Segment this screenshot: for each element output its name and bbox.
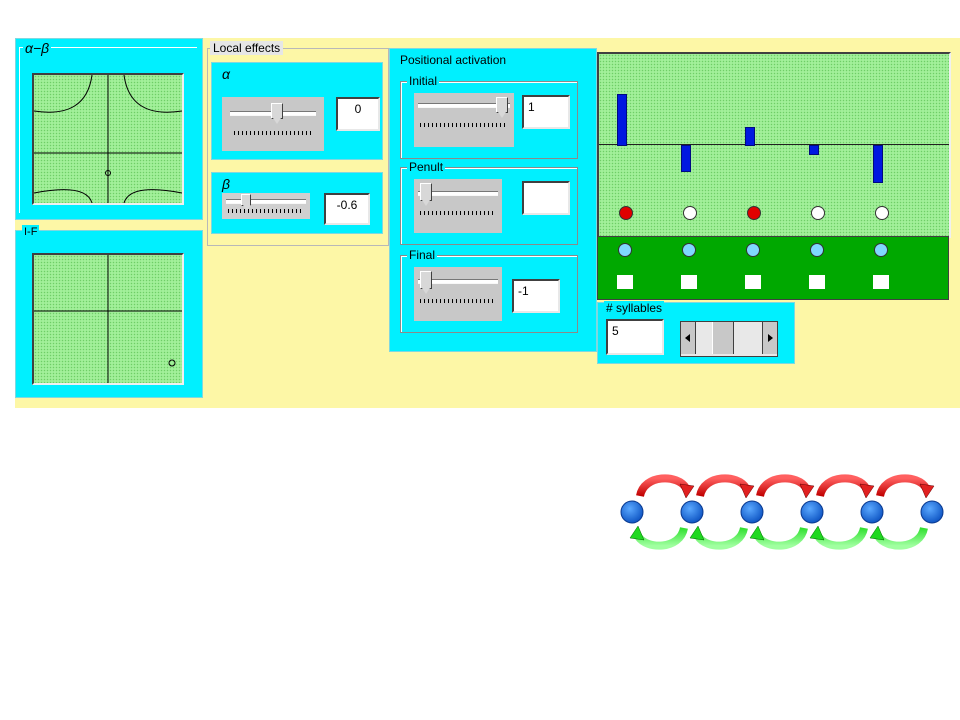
alpha-beta-plot [32, 73, 184, 205]
syllables-value-field[interactable]: 5 [606, 319, 664, 355]
stress-dot [619, 206, 633, 220]
alpha-label: α [220, 66, 232, 82]
green-arrow-head [689, 525, 705, 541]
activation-axis [599, 144, 949, 145]
beta-value-field[interactable]: -0.6 [324, 193, 370, 225]
red-arrow [876, 474, 930, 498]
local-effects-title: Local effects [210, 41, 284, 55]
syllable-box [809, 275, 825, 289]
syllable-node [920, 500, 944, 524]
green-arrow-head [629, 525, 645, 541]
alpha-slider[interactable] [222, 97, 324, 151]
positional-activation-title: Positional activation [398, 53, 509, 67]
syllable-box [745, 275, 761, 289]
green-arrow-head [749, 525, 765, 541]
activation-bar [873, 145, 883, 184]
syllable-node [740, 500, 764, 524]
syllables-title: # syllables [604, 301, 665, 315]
penult-value-field[interactable] [522, 181, 570, 215]
red-arrow-head [679, 483, 695, 499]
initial-group: Initial [400, 74, 578, 159]
scroll-left-icon[interactable] [681, 322, 696, 354]
activation-display [597, 52, 951, 238]
syllables-scroll-thumb[interactable] [711, 322, 734, 354]
activation-bar [617, 93, 627, 146]
alpha-beta-panel: α−β [15, 38, 203, 220]
syllables-panel: # syllables 5 [597, 301, 795, 364]
syllable-dot [746, 243, 760, 257]
syllable-dot [874, 243, 888, 257]
beta-slider[interactable] [222, 193, 310, 219]
final-value-field[interactable]: -1 [512, 279, 560, 313]
syllable-dot [618, 243, 632, 257]
red-arrow [636, 474, 690, 498]
alpha-value-field[interactable]: 0 [336, 97, 380, 131]
alpha-beta-group: α−β [19, 41, 197, 213]
syllable-strip [597, 236, 949, 300]
positional-activation-panel: Positional activation Initial 1 Penult F… [389, 48, 597, 352]
penult-label: Penult [407, 160, 446, 174]
if-panel: I-F [15, 225, 203, 398]
green-arrow [694, 526, 748, 550]
stress-dot [747, 206, 761, 220]
green-arrow-head [809, 525, 825, 541]
final-group: Final [400, 248, 578, 333]
stress-dot [683, 206, 697, 220]
penult-slider[interactable] [414, 179, 502, 233]
green-arrow [634, 526, 688, 550]
green-arrow-head [869, 525, 885, 541]
syllables-scrollbar[interactable] [680, 321, 778, 357]
green-arrow [754, 526, 808, 550]
alpha-slider-thumb[interactable] [270, 103, 283, 124]
final-slider[interactable] [414, 267, 502, 321]
initial-label: Initial [407, 74, 440, 88]
initial-value-field[interactable]: 1 [522, 95, 570, 129]
alpha-panel: α 0 [211, 62, 383, 160]
stress-dot [875, 206, 889, 220]
activation-bar [809, 145, 819, 156]
initial-slider[interactable] [414, 93, 514, 147]
red-arrow-head [919, 483, 935, 499]
initial-slider-thumb[interactable] [496, 97, 508, 118]
syllable-box [617, 275, 633, 289]
beta-label: β [220, 176, 232, 192]
if-title: I-F [22, 225, 40, 239]
activation-bar [745, 127, 755, 146]
local-effects-group: Local effects [207, 41, 389, 246]
syllable-node [860, 500, 884, 524]
activation-bar [681, 145, 691, 173]
alpha-beta-title: α−β [23, 40, 52, 56]
green-arrow [814, 526, 868, 550]
final-slider-thumb[interactable] [420, 271, 432, 294]
beta-slider-thumb[interactable] [241, 194, 252, 211]
syllable-box [681, 275, 697, 289]
red-arrow [816, 474, 870, 498]
app-window: α−β I-F Local effects [15, 38, 960, 408]
syllable-node [620, 500, 644, 524]
red-arrow [696, 474, 750, 498]
red-arrow-head [799, 483, 815, 499]
beta-panel: β -0.6 [211, 172, 383, 234]
final-label: Final [407, 248, 438, 262]
penult-slider-thumb[interactable] [420, 183, 432, 206]
penult-group: Penult [400, 160, 578, 245]
syllable-box [873, 275, 889, 289]
green-arrow [874, 526, 928, 550]
red-arrow [756, 474, 810, 498]
scroll-right-icon[interactable] [762, 322, 777, 354]
syllable-node [680, 500, 704, 524]
red-arrow-head [859, 483, 875, 499]
syllable-dot [682, 243, 696, 257]
red-arrow-head [739, 483, 755, 499]
stress-dot [811, 206, 825, 220]
syllable-dot [810, 243, 824, 257]
syllable-node [800, 500, 824, 524]
if-plot [32, 253, 184, 385]
syllable-interaction-diagram [620, 474, 944, 550]
